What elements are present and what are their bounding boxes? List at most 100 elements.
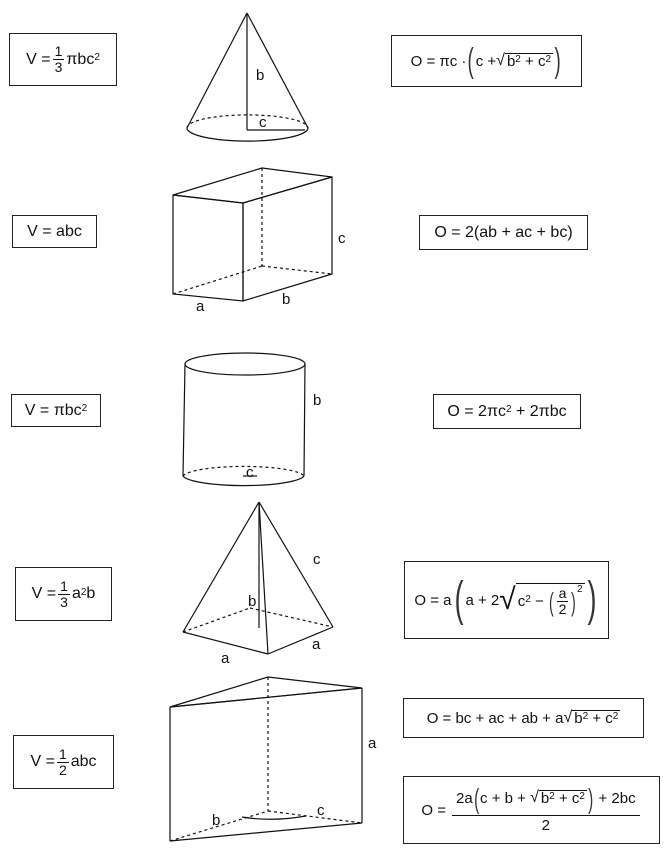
- fraction-numerator: 1: [56, 745, 69, 763]
- exponent: 2: [515, 53, 521, 65]
- right-paren-icon: ): [554, 42, 561, 80]
- radical-icon: √: [496, 51, 505, 69]
- cone-surface-lhs: O = πc ·: [410, 52, 467, 70]
- cuboid-surface-formula: O = 2(ab + ac + bc): [419, 215, 588, 250]
- radicand-b: b: [540, 790, 550, 807]
- radicand-c: + c: [525, 52, 546, 70]
- radicand-b: b: [574, 709, 583, 727]
- right-paren-icon: ): [571, 586, 577, 617]
- numerator-coef: 2a: [456, 789, 473, 807]
- fraction-denominator: 2: [558, 601, 567, 617]
- exponent: 2: [579, 791, 585, 802]
- exponent: 2: [612, 710, 619, 722]
- left-paren-icon: (: [473, 782, 479, 814]
- cuboid-surface-text: O = 2(ab + ac + bc): [434, 223, 573, 241]
- prism-surface-formula-alt: O = 2a ( c + b + √b2 + c2 ) + 2bc 2: [403, 776, 660, 844]
- pyramid-volume-tail: b: [86, 585, 96, 602]
- pyramid-label-c: c: [313, 551, 321, 568]
- fraction-denominator: 3: [54, 59, 63, 75]
- exponent: 2: [577, 583, 583, 595]
- pyramid-label-a-side: a: [312, 636, 321, 653]
- pyramid-volume-lhs: V =: [31, 585, 57, 602]
- prism-label-a: a: [368, 735, 377, 752]
- fraction-numerator: a: [556, 585, 569, 602]
- left-paren-icon: (: [467, 42, 475, 80]
- prism-volume-rest: abc: [70, 753, 97, 770]
- cylinder-surface-rest: + 2πbc: [516, 402, 567, 420]
- pyramid-label-b: b: [248, 593, 256, 610]
- cone-label-b: b: [256, 67, 264, 84]
- square-root: √b2 + c2: [530, 790, 587, 807]
- exponent: 2: [549, 791, 555, 802]
- pyramid-volume-rest: a: [71, 585, 81, 602]
- pyramid-surface-term: a + 2: [465, 591, 500, 609]
- prism-surface-formula: O = bc + ac + ab + a √b2 + c2: [403, 698, 644, 738]
- radical-icon: √: [499, 583, 516, 616]
- right-paren-icon: ): [587, 573, 596, 626]
- cone-surface-formula: O = πc · ( c + √b2 + c2 ): [391, 35, 582, 87]
- cylinder-figure: b c: [182, 352, 321, 487]
- left-paren-icon: (: [548, 586, 554, 617]
- cuboid-volume-text: V = abc: [27, 222, 82, 240]
- cuboid-label-a: a: [196, 298, 205, 315]
- exponent: 2: [94, 52, 100, 63]
- radical-icon: √: [530, 789, 539, 806]
- exponent: 2: [505, 404, 512, 415]
- cylinder-surface-lhs: O = 2πc: [447, 402, 506, 420]
- radicand-c: c: [517, 592, 526, 610]
- exponent: 2: [582, 710, 589, 722]
- square-root: √b2 + c2: [563, 708, 621, 727]
- radicand-c: + c: [558, 790, 580, 807]
- fraction-denominator: 2: [58, 761, 67, 778]
- radicand-b: b: [506, 52, 516, 70]
- cuboid-label-b: b: [282, 291, 290, 308]
- prism-label-c: c: [317, 802, 325, 819]
- cone-label-c: c: [259, 114, 267, 131]
- pyramid-surface-lhs: O = a: [414, 591, 452, 609]
- pyramid-label-a-front: a: [221, 650, 230, 667]
- radical-icon: √: [563, 708, 573, 726]
- fraction-numerator: 1: [52, 43, 65, 60]
- exponent: 2: [81, 403, 88, 414]
- fraction-denominator: 2: [541, 816, 550, 834]
- numerator-tail: + 2bc: [598, 789, 636, 807]
- radicand-c: + c: [592, 709, 613, 727]
- numerator-term: c + b +: [480, 789, 526, 807]
- prism-volume-lhs: V =: [30, 753, 55, 770]
- cylinder-label-c: c: [246, 464, 254, 481]
- cylinder-label-b: b: [313, 392, 321, 409]
- cone-figure: b c: [186, 12, 309, 142]
- cylinder-volume-lhs: V = πbc: [24, 401, 82, 419]
- prism-label-b: b: [212, 812, 220, 829]
- right-paren-icon: ): [588, 782, 594, 814]
- cone-volume-rest: πbc: [66, 50, 95, 68]
- fraction-denominator: 3: [60, 593, 68, 610]
- prism-surface-lhs: O = bc + ac + ab + a: [426, 709, 564, 727]
- prism-surface-alt-lhs: O =: [421, 801, 447, 819]
- pyramid-figure: b c a a: [182, 501, 334, 667]
- fraction-numerator: 1: [58, 577, 70, 595]
- fraction-numerator: 2a ( c + b + √b2 + c2 ) + 2bc: [452, 782, 640, 816]
- prism-figure: a b c: [169, 676, 377, 842]
- fraction: 2a ( c + b + √b2 + c2 ) + 2bc 2: [452, 782, 640, 836]
- minus-sign: −: [534, 592, 544, 610]
- exponent: 2: [80, 586, 87, 598]
- exponent: 2: [525, 593, 531, 605]
- exponent: 2: [545, 53, 552, 65]
- cone-surface-term: c +: [475, 52, 497, 70]
- cone-volume-lhs: V =: [26, 50, 51, 68]
- left-paren-icon: (: [454, 573, 463, 626]
- cuboid-label-c: c: [338, 230, 346, 247]
